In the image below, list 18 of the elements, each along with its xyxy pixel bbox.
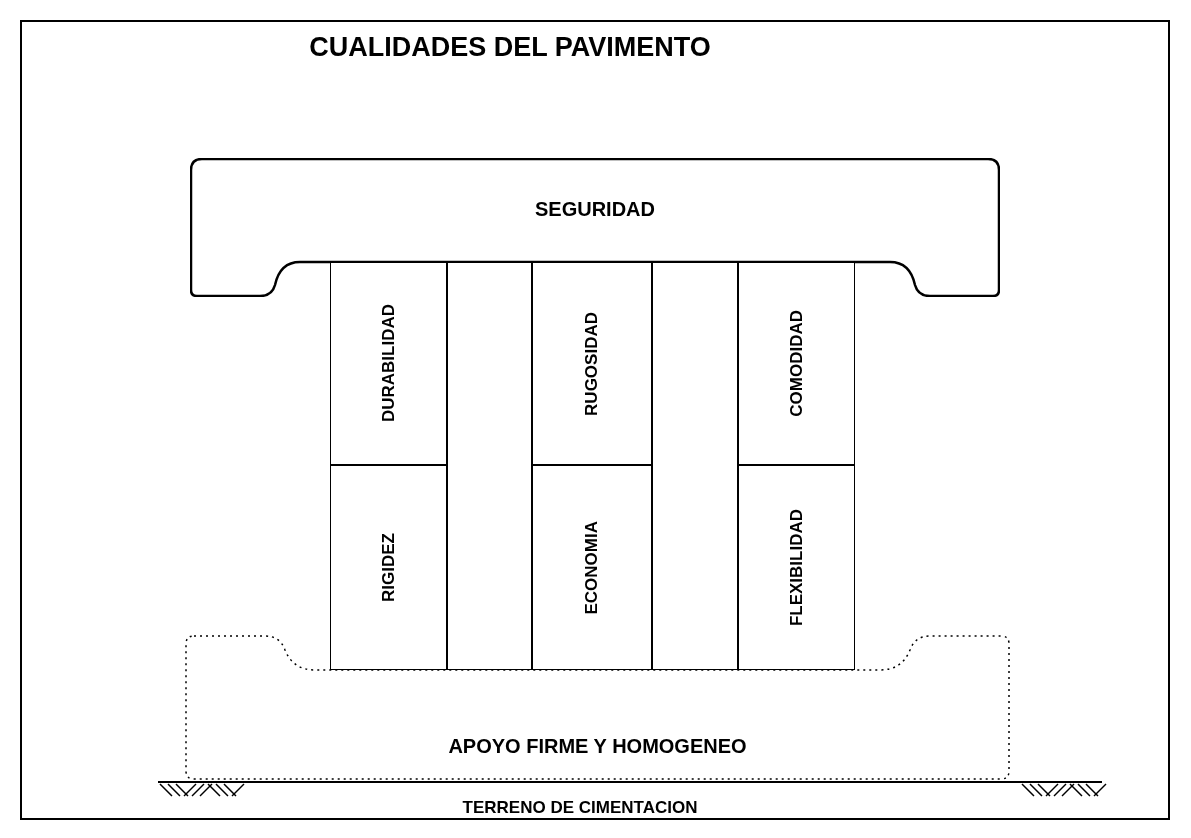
column-block	[447, 262, 532, 670]
quality-label: RUGOSIDAD	[582, 311, 602, 416]
ground-label: TERRENO DE CIMENTACION	[462, 798, 698, 817]
quality-label: COMODIDAD	[786, 310, 807, 417]
layer-label: APOYO FIRME Y HOMOGENEO	[448, 735, 747, 757]
quality-label: DURABILIDAD	[378, 304, 399, 423]
quality-cell	[532, 465, 652, 670]
diagram-title: CUALIDADES DEL PAVIMENTO	[309, 32, 711, 62]
quality-label: ECONOMIA	[582, 520, 602, 615]
quality-cell	[330, 465, 447, 670]
quality-cell	[738, 465, 855, 670]
quality-label: RIGIDEZ	[378, 533, 399, 602]
quality-cell	[738, 262, 855, 465]
column-block	[652, 262, 738, 670]
quality-cell	[532, 262, 652, 465]
quality-cell	[330, 262, 447, 465]
quality-label: FLEXIBILIDAD	[786, 508, 807, 627]
layer-label: SEGURIDAD	[535, 198, 655, 220]
